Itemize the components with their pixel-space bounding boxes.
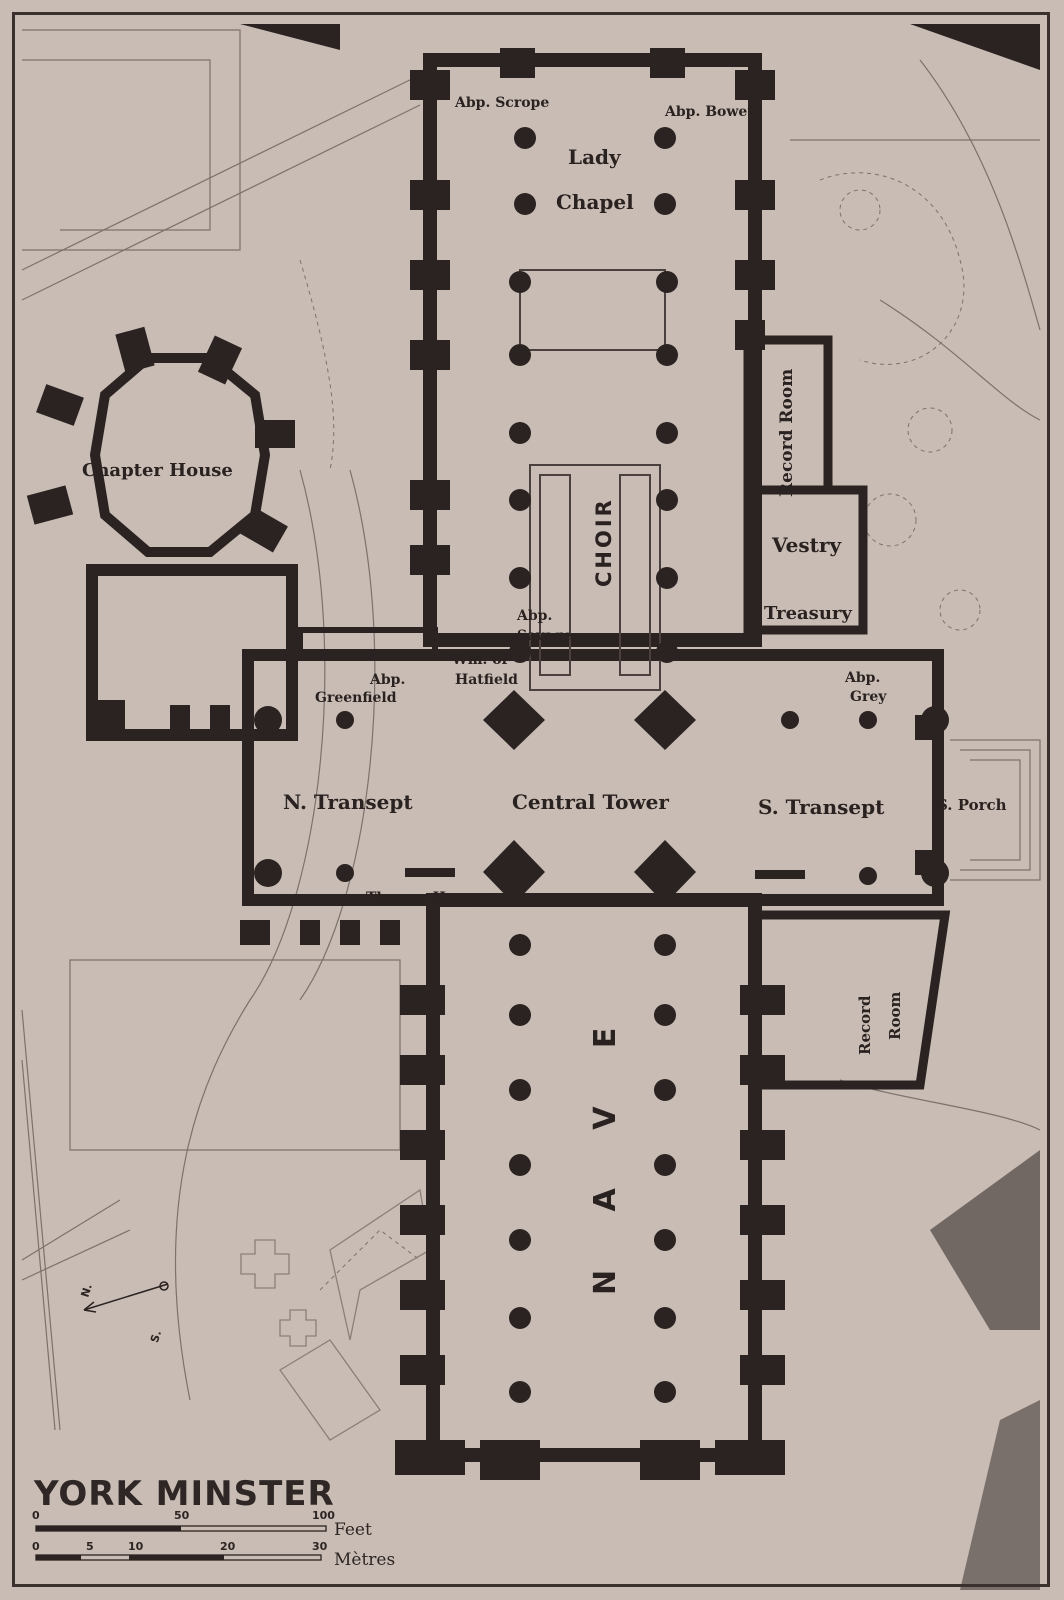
south-transept-label: S. Transept xyxy=(758,795,885,819)
scale-metre-tick-30: 30 xyxy=(312,1540,328,1553)
scale-metre-tick-0: 0 xyxy=(32,1540,40,1553)
lady-chapel-label-2: Chapel xyxy=(556,190,634,214)
compass-arrow-icon xyxy=(83,1281,169,1313)
abp-savage-label-1: Abp. xyxy=(517,608,553,624)
central-tower-label: Central Tower xyxy=(512,790,669,814)
thomas-haxey-label: Thomas Haxey xyxy=(366,890,481,906)
scale-feet-unit: Feet xyxy=(334,1520,372,1540)
wm-of-hatfield-label-2: Hatfield xyxy=(455,672,518,688)
choir-label: CHOIR xyxy=(592,497,616,587)
chapter-house-label: Chapter House xyxy=(82,460,233,481)
abp-greenfield-label-1: Abp. xyxy=(370,672,406,688)
nave-label: N A V E xyxy=(588,1003,623,1295)
record-room-label: Record Room xyxy=(777,368,797,497)
record-room-2-label-2: Room xyxy=(886,991,904,1040)
north-transept-label: N. Transept xyxy=(283,790,413,814)
abp-scrope-label: Abp. Scrope xyxy=(455,95,550,111)
surrounding-streets xyxy=(21,29,1041,1431)
scale-metre-tick-5: 5 xyxy=(86,1540,94,1553)
scale-metre-tick-10: 10 xyxy=(128,1540,144,1553)
scale-metre-tick-20: 20 xyxy=(220,1540,236,1553)
south-porch-label: S. Porch xyxy=(937,796,1007,814)
lady-chapel-label-1: Lady xyxy=(568,145,621,169)
abp-grey-label-1: Abp. xyxy=(845,670,881,686)
abp-savage-label-2: Savage xyxy=(517,628,573,644)
scale-feet-tick-0: 0 xyxy=(32,1509,40,1522)
piers xyxy=(254,127,949,1403)
outbuildings xyxy=(240,1188,431,1441)
map-title: YORK MINSTER xyxy=(34,1474,335,1514)
scale-feet-tick-50: 50 xyxy=(174,1509,190,1522)
vestry-label: Vestry xyxy=(772,533,842,557)
treasury-label: Treasury xyxy=(764,603,852,624)
abp-bowet-label: Abp. Bowet xyxy=(665,104,754,120)
abp-grey-label-2: Grey xyxy=(850,689,887,705)
scale-metre-unit: Mètres xyxy=(334,1550,396,1570)
hatched-blocks xyxy=(240,24,1040,1590)
abp-greenfield-label-2: Greenfield xyxy=(315,690,397,706)
record-room-2-label-1: Record xyxy=(856,995,874,1055)
wm-of-hatfield-label-1: Wm. of xyxy=(452,652,508,668)
scale-bars xyxy=(35,1525,327,1561)
scale-feet-tick-100: 100 xyxy=(312,1509,335,1522)
map-border xyxy=(12,12,1050,1587)
